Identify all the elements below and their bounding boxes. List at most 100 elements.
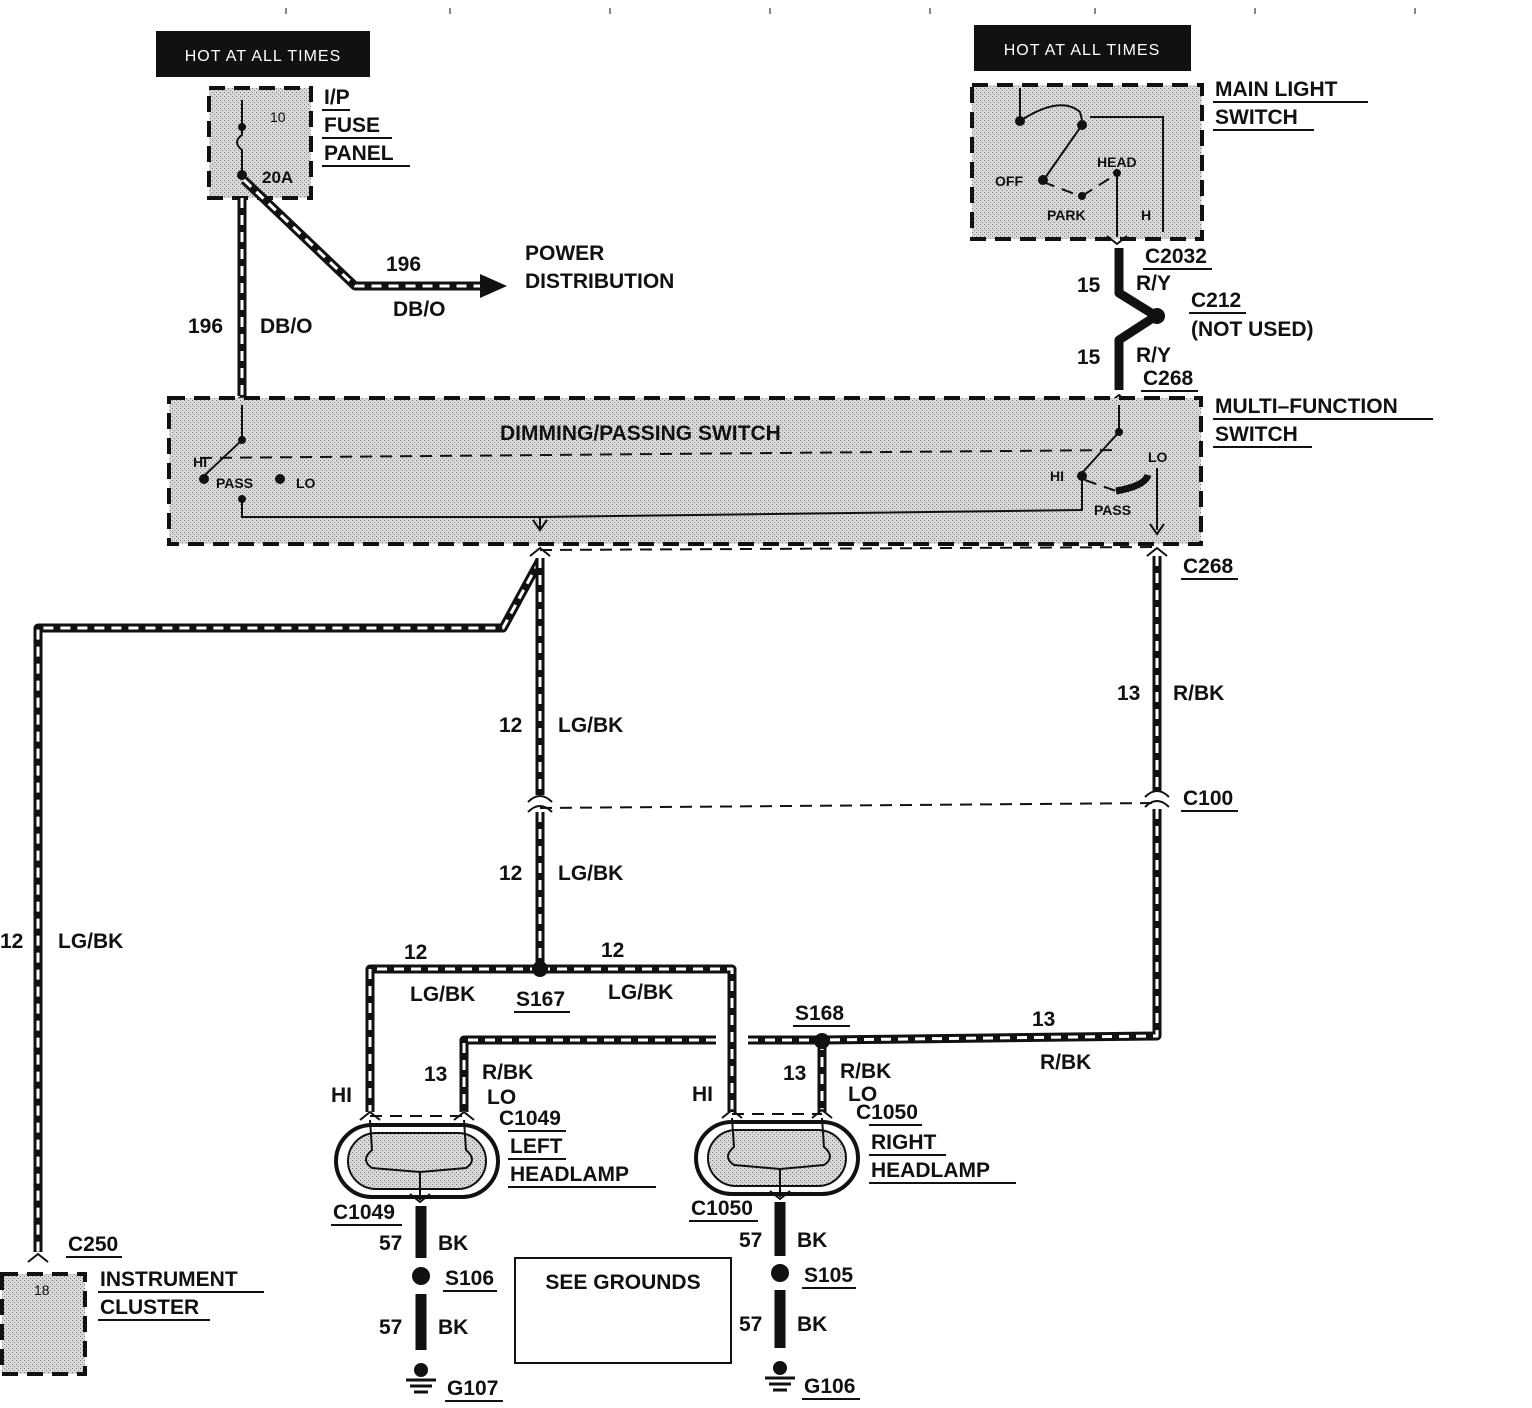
- s168-right-circuit: 13: [1032, 1008, 1055, 1031]
- left-headlamp-title-1: LEFT: [510, 1135, 563, 1158]
- right-ground-circuit: 57 BK S105 57 BK G106: [739, 1202, 860, 1400]
- right-gnd-upper-color: BK: [797, 1229, 827, 1252]
- left-headlamp-title-2: HEADLAMP: [510, 1163, 629, 1186]
- mfs-right-hi: HI: [1050, 468, 1064, 484]
- c250-label: C250: [68, 1233, 118, 1256]
- right-hi-label: HI: [692, 1083, 713, 1106]
- cluster-pin: 18: [34, 1282, 50, 1298]
- right-gnd-lower-circuit: 57: [739, 1313, 762, 1336]
- s168-right-color: R/BK: [1040, 1051, 1091, 1074]
- s167-right-color: LG/BK: [608, 981, 673, 1004]
- right-lo-color: R/BK: [840, 1060, 891, 1083]
- mls-park: PARK: [1047, 207, 1086, 223]
- hot-at-all-times-left: HOT AT ALL TIMES: [156, 31, 370, 77]
- right-lo-circuit: 13: [783, 1062, 806, 1085]
- cluster-wire-color: LG/BK: [58, 930, 123, 953]
- left-gnd-lower-color: BK: [438, 1316, 468, 1339]
- fuse-panel: 10 20A I/P FUSE PANEL: [207, 86, 410, 200]
- mfs-left-lo: LO: [296, 475, 316, 491]
- right-gnd-splice: S105: [804, 1264, 853, 1287]
- ry-upper-color: R/Y: [1136, 272, 1171, 295]
- hot-label-right-text: HOT AT ALL TIMES: [1004, 42, 1161, 59]
- left-gnd-upper-color: BK: [438, 1232, 468, 1255]
- power-dist-label-2: DISTRIBUTION: [525, 270, 674, 293]
- fuse-number: 10: [270, 109, 286, 125]
- fuse-panel-title-1: I/P: [324, 86, 350, 109]
- s168-name: S168: [795, 1002, 844, 1025]
- right-headlamp: 13 R/BK HI LO C1050 RIGHT HEADLAMP C1050: [689, 1060, 1016, 1222]
- fuse-panel-title-3: PANEL: [324, 142, 394, 165]
- mls-head: HEAD: [1097, 154, 1137, 170]
- cluster-title-2: CLUSTER: [100, 1296, 199, 1319]
- c2032-label: C2032: [1145, 245, 1207, 268]
- left-hi-label: HI: [331, 1084, 352, 1107]
- right-headlamp-title-2: HEADLAMP: [871, 1159, 990, 1182]
- fuse-rating: 20A: [262, 168, 293, 187]
- right-gnd-ground: G106: [804, 1375, 855, 1398]
- mfs-title-2: SWITCH: [1215, 423, 1298, 446]
- mfs-right-lo: LO: [1148, 449, 1168, 465]
- mls-title-2: SWITCH: [1215, 106, 1298, 129]
- cluster-title-1: INSTRUMENT: [100, 1268, 238, 1291]
- s167-left-circuit: 12: [404, 941, 427, 964]
- center-lower-color: LG/BK: [558, 862, 623, 885]
- left-lo-color: R/BK: [482, 1061, 533, 1084]
- c100-connector: C100: [527, 787, 1238, 813]
- see-grounds-box: SEE GROUNDS: [514, 1257, 732, 1364]
- center-upper-color: LG/BK: [558, 714, 623, 737]
- fuse-switch-circuit: 196: [188, 315, 223, 338]
- c268-connector-row: C268: [529, 546, 1238, 580]
- fuse-to-switch-wire: 196 DB/O: [188, 198, 313, 405]
- power-distribution-wire: 196 DB/O POWER DISTRIBUTION: [240, 176, 674, 321]
- ry-lower-color: R/Y: [1136, 344, 1171, 367]
- center-lower-circuit: 12: [499, 862, 522, 885]
- fuse-switch-color: DB/O: [260, 315, 313, 338]
- right-upper-circuit: 13: [1117, 682, 1140, 705]
- right-ground-connector: C1050: [691, 1197, 753, 1220]
- left-gnd-ground: G107: [447, 1377, 498, 1400]
- c268-top-label: C268: [1143, 367, 1194, 390]
- mfs-left-hi: HI: [193, 454, 207, 470]
- s167-left-color: LG/BK: [410, 983, 475, 1006]
- c100-label: C100: [1183, 787, 1233, 810]
- center-upper-circuit: 12: [499, 714, 522, 737]
- s168-splice: S168 13 R/BK: [459, 1002, 1091, 1112]
- s167-right-circuit: 12: [601, 939, 624, 962]
- mls-h: H: [1141, 207, 1151, 223]
- hot-label-left-text: HOT AT ALL TIMES: [185, 48, 342, 65]
- top-border-ticks: [285, 8, 1416, 14]
- mls-off: OFF: [995, 173, 1023, 189]
- left-ground-connector: C1049: [333, 1201, 395, 1224]
- right-headlamp-title-1: RIGHT: [871, 1131, 937, 1154]
- ry-upper-circuit: 15: [1077, 274, 1101, 297]
- right-gnd-lower-color: BK: [797, 1313, 827, 1336]
- mfs-left-pass: PASS: [216, 475, 253, 491]
- center-lgbk-wire: 12 LG/BK 12 LG/BK: [499, 558, 623, 968]
- red-yellow-wire: 15 R/Y C212 (NOT USED) 15 R/Y C268: [1077, 248, 1314, 404]
- s167-name: S167: [516, 988, 565, 1011]
- left-gnd-lower-circuit: 57: [379, 1316, 402, 1339]
- power-dist-label-1: POWER: [525, 242, 604, 265]
- c268-right-label: C268: [1183, 555, 1234, 578]
- left-connector-label: C1049: [499, 1107, 561, 1130]
- c212-name: C212: [1191, 289, 1241, 312]
- power-dist-color: DB/O: [393, 298, 446, 321]
- left-headlamp: 13 R/BK HI LO C1049 LEFT HEADLAMP C1049: [331, 1061, 656, 1226]
- left-lo-label: LO: [487, 1086, 516, 1109]
- c212-note: (NOT USED): [1191, 318, 1314, 341]
- fuse-panel-title-2: FUSE: [324, 114, 380, 137]
- right-gnd-upper-circuit: 57: [739, 1229, 762, 1252]
- ry-lower-circuit: 15: [1077, 346, 1101, 369]
- left-gnd-splice: S106: [445, 1267, 494, 1290]
- see-grounds-text: SEE GROUNDS: [545, 1271, 700, 1294]
- left-ground-circuit: 57 BK S106 57 BK G107: [379, 1206, 503, 1402]
- multifunction-switch: DIMMING/PASSING SWITCH HI PASS LO HI LO …: [167, 395, 1433, 546]
- mfs-title-1: MULTI–FUNCTION: [1215, 395, 1398, 418]
- left-lo-circuit: 13: [424, 1063, 447, 1086]
- main-light-switch: OFF PARK HEAD H MAIN LIGHT SWITCH C2032: [970, 78, 1368, 270]
- power-dist-circuit: 196: [386, 253, 421, 276]
- right-lo-label: LO: [848, 1083, 877, 1106]
- mls-title-1: MAIN LIGHT: [1215, 78, 1338, 101]
- right-rbk-wire: 13 R/BK: [821, 556, 1224, 1045]
